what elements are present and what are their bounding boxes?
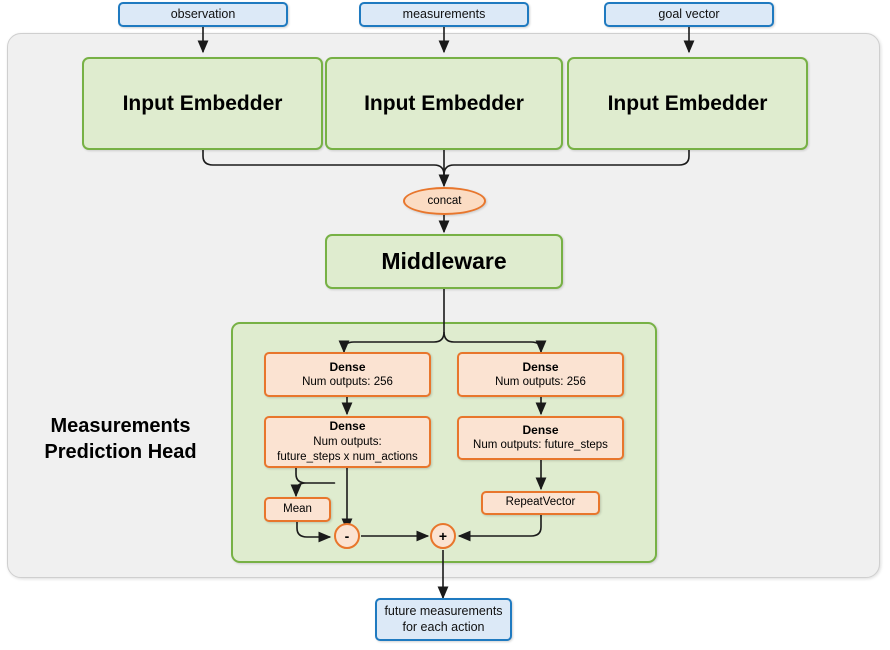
head-label-line1: Measurements xyxy=(50,415,191,437)
left-dense-2-subtitle-1: Num outputs: xyxy=(313,435,382,448)
input-embedder-2-label: Input Embedder xyxy=(364,91,524,115)
output-label-line1: future measurements xyxy=(384,603,503,618)
edge-split-to-left-dense1 xyxy=(338,331,445,354)
input-label-observation: observation xyxy=(170,6,236,21)
input-embedder-1-label: Input Embedder xyxy=(122,91,283,115)
middleware-label: Middleware xyxy=(381,248,507,274)
input-box-observation[interactable]: observation xyxy=(118,2,288,27)
right-dense-1[interactable]: Dense Num outputs: 256 xyxy=(457,352,624,397)
right-dense-2-subtitle: Num outputs: future_steps xyxy=(473,439,608,452)
edge-repeatvector-to-plus xyxy=(457,514,542,542)
output-label-line2: for each action xyxy=(402,619,485,634)
right-dense-1-title: Dense xyxy=(522,359,559,374)
mean-box[interactable]: Mean xyxy=(264,497,331,522)
input-label-measurements: measurements xyxy=(402,6,486,21)
concat-node[interactable]: concat xyxy=(403,187,486,215)
edge-mean-to-minus xyxy=(296,521,332,543)
repeat-vector-label: RepeatVector xyxy=(505,496,576,509)
input-embedder-1[interactable]: Input Embedder xyxy=(82,57,323,150)
subtract-operator[interactable]: - xyxy=(334,523,360,549)
measurements-prediction-head-label: Measurements Prediction Head xyxy=(18,408,223,470)
subtract-operator-label: - xyxy=(344,528,350,544)
repeat-vector-box[interactable]: RepeatVector xyxy=(481,491,600,515)
input-label-goal-vector: goal vector xyxy=(658,6,720,21)
input-box-goal-vector[interactable]: goal vector xyxy=(604,2,774,27)
middleware-box[interactable]: Middleware xyxy=(325,234,563,289)
edge-embedder1-to-concat xyxy=(202,150,445,184)
add-operator-label: + xyxy=(438,528,448,544)
left-dense-1-subtitle: Num outputs: 256 xyxy=(302,375,393,388)
left-dense-2-title: Dense xyxy=(329,419,366,434)
edge-split-to-right-dense1 xyxy=(443,331,547,354)
head-label-line2: Prediction Head xyxy=(44,441,197,463)
left-dense-1-title: Dense xyxy=(329,359,366,374)
output-box-future-measurements[interactable]: future measurements for each action xyxy=(375,598,512,641)
left-dense-1[interactable]: Dense Num outputs: 256 xyxy=(264,352,431,397)
left-dense-2-subtitle-2: future_steps x num_actions xyxy=(277,451,418,464)
input-embedder-2[interactable]: Input Embedder xyxy=(325,57,563,150)
edge-left-dense2-to-mean xyxy=(290,468,336,498)
add-operator[interactable]: + xyxy=(430,523,456,549)
right-dense-1-subtitle: Num outputs: 256 xyxy=(495,375,586,388)
input-box-measurements[interactable]: measurements xyxy=(359,2,529,27)
right-dense-2[interactable]: Dense Num outputs: future_steps xyxy=(457,416,624,460)
edge-embedder3-to-concat xyxy=(443,150,690,184)
concat-label: concat xyxy=(427,195,462,207)
left-dense-2[interactable]: Dense Num outputs: future_steps x num_ac… xyxy=(264,416,431,468)
right-dense-2-title: Dense xyxy=(522,423,559,438)
input-embedder-3-label: Input Embedder xyxy=(607,91,768,115)
input-embedder-3[interactable]: Input Embedder xyxy=(567,57,808,150)
mean-label: Mean xyxy=(283,502,312,515)
